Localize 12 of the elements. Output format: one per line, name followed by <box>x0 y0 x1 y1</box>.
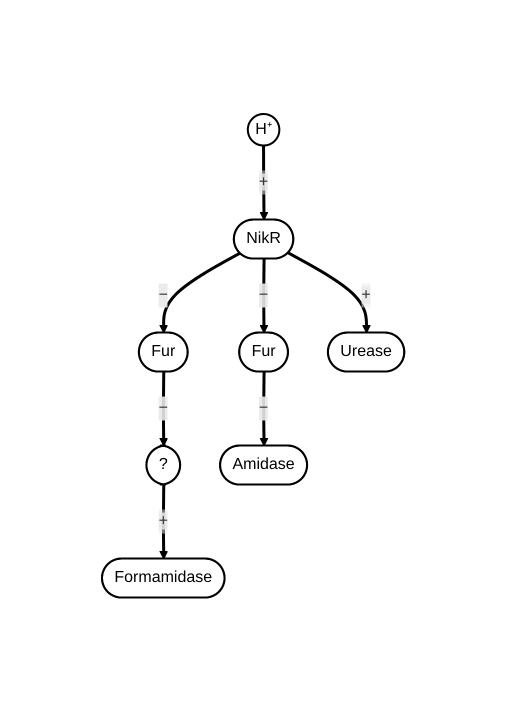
edge-label: − <box>258 399 268 416</box>
edge-label: + <box>258 173 268 190</box>
edge-label: − <box>258 286 268 304</box>
edge-label: − <box>158 286 168 304</box>
arrow <box>259 372 268 446</box>
arrow <box>159 252 241 334</box>
edge-label: + <box>158 512 168 530</box>
edge-label: − <box>158 399 168 416</box>
node-circle: H⁺ <box>246 112 280 146</box>
edge-label: + <box>361 286 371 304</box>
arrow <box>159 372 168 446</box>
arrow <box>259 258 268 334</box>
